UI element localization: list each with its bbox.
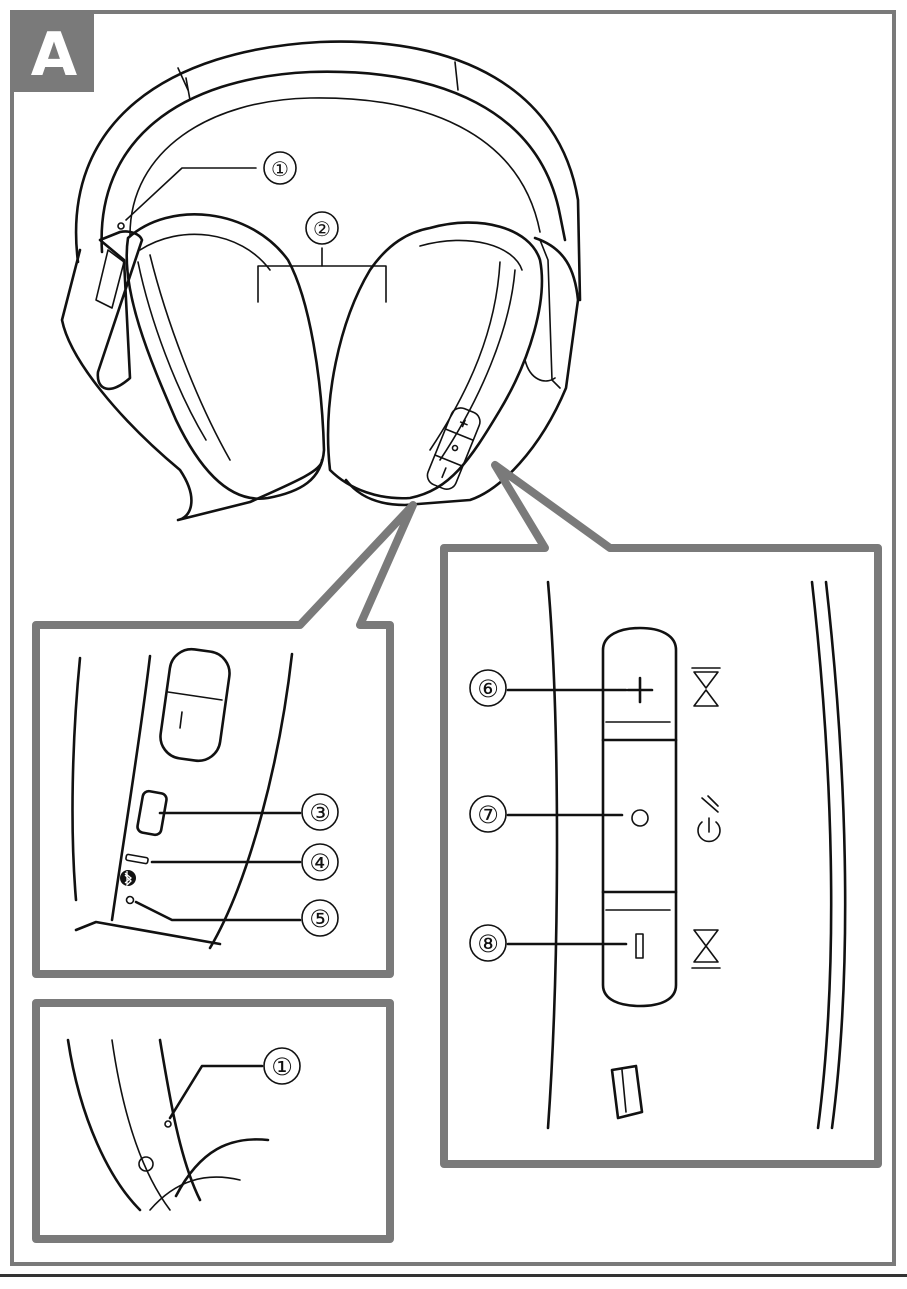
microphone-hole: [118, 223, 124, 229]
callout-2-bracket: [258, 266, 386, 302]
callout-6-label: ⑥: [477, 675, 499, 703]
headphones-illustration: + ① ②: [62, 42, 580, 520]
left-ear-cushion: [127, 214, 324, 498]
figure-label-text: A: [31, 20, 78, 90]
callout-1-label: ①: [271, 157, 289, 181]
callout-2-label: ②: [313, 217, 331, 241]
detail-panel-ports: [36, 505, 413, 974]
callout-1-detail-label: ①: [271, 1053, 293, 1081]
callout-3-label: ③: [309, 799, 331, 827]
figure-label: A: [14, 14, 94, 92]
bottom-rule: [0, 1274, 907, 1277]
callout-4-label: ④: [309, 849, 331, 877]
callout-5-label: ⑤: [309, 905, 331, 933]
callout-7-label: ⑦: [477, 801, 499, 829]
callout-8-label: ⑧: [477, 930, 499, 958]
